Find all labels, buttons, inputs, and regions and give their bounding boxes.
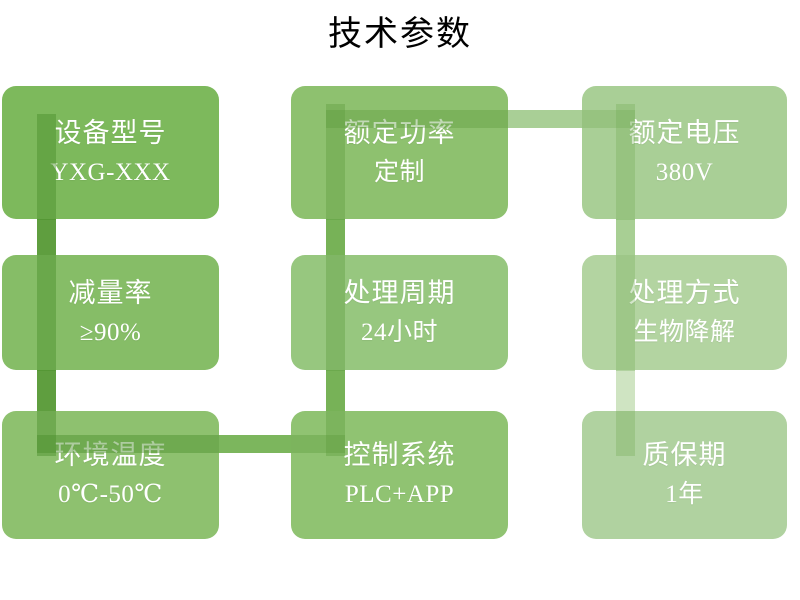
card-model-label: 设备型号 [54,117,167,148]
card-cycle-value: 24小时 [360,318,438,346]
card-method-value: 生物降解 [633,318,736,346]
connector-v-col3-top [616,214,635,260]
connector-v-col1-top [37,214,56,260]
card-control-label: 控制系统 [343,440,456,470]
card-control-value: PLC+APP [344,481,455,508]
card-cycle[interactable]: 处理周期 24小时 [291,255,508,370]
card-method-label: 处理方式 [628,277,741,308]
card-warranty[interactable]: 质保期 1年 [582,411,787,539]
connector-v-col3-bottom [616,368,635,416]
card-reduction[interactable]: 减量率 ≥90% [2,255,219,370]
card-power[interactable]: 额定功率 定制 [291,86,508,219]
card-temperature-label: 环境温度 [54,440,167,470]
card-voltage-value: 380V [655,158,714,186]
card-method[interactable]: 处理方式 生物降解 [582,255,787,370]
card-power-label: 额定功率 [343,117,456,148]
card-temperature[interactable]: 环境温度 0℃-50℃ [2,411,219,539]
card-cycle-label: 处理周期 [343,277,456,308]
card-warranty-value: 1年 [665,481,704,508]
connector-v-col2-bottom [326,368,345,416]
card-temperature-value: 0℃-50℃ [58,481,163,508]
connector-v-col2-top [326,214,345,260]
card-control[interactable]: 控制系统 PLC+APP [291,411,508,539]
connector-v-col1-bottom [37,368,56,416]
card-voltage-label: 额定电压 [628,117,741,148]
card-reduction-label: 减量率 [68,277,153,308]
card-model[interactable]: 设备型号 YXG-XXX [2,86,219,219]
card-reduction-value: ≥90% [79,318,142,346]
card-power-value: 定制 [373,158,425,186]
page-title: 技术参数 [328,14,472,54]
card-warranty-label: 质保期 [642,440,727,470]
card-voltage[interactable]: 额定电压 380V [582,86,787,219]
card-model-value: YXG-XXX [50,158,171,186]
